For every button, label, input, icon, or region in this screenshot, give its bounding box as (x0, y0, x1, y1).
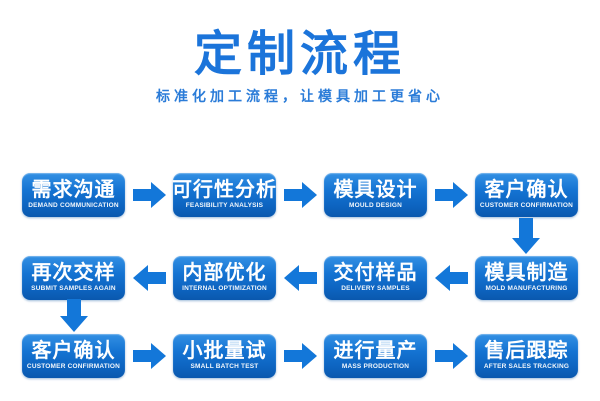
step-label-zh: 可行性分析 (172, 179, 277, 201)
step-delivery-samples: 交付样品 DELIVERY SAMPLES (324, 255, 427, 300)
step-submit-samples-again: 再次交样 SUBMIT SAMPLES AGAIN (22, 255, 125, 300)
step-label-zh: 交付样品 (333, 262, 418, 284)
arrow-down-icon (60, 299, 88, 332)
arrow-zone (427, 172, 475, 217)
step-label-en: MASS PRODUCTION (341, 363, 410, 370)
arrow-down-icon (512, 218, 540, 254)
step-label-en: CUSTOMER CONFIRMATION (26, 363, 121, 370)
step-mold-manufacturing: 模具制造 MOLD MANUFACTURING (475, 255, 578, 300)
flow-row-3: 客户确认 CUSTOMER CONFIRMATION 小批量试 SMALL BA… (22, 333, 578, 378)
step-small-batch-test: 小批量试 SMALL BATCH TEST (173, 333, 276, 378)
step-label-zh: 客户确认 (484, 179, 569, 201)
step-label-en: SMALL BATCH TEST (190, 363, 259, 370)
step-label-zh: 进行量产 (333, 340, 418, 362)
step-demand-communication: 需求沟通 DEMAND COMMUNICATION (22, 172, 125, 217)
arrow-zone (276, 172, 324, 217)
flow-row-1: 需求沟通 DEMAND COMMUNICATION 可行性分析 FEASIBIL… (22, 172, 578, 217)
step-label-zh: 小批量试 (182, 340, 267, 362)
page-subtitle: 标准化加工流程，让模具加工更省心 (156, 88, 444, 104)
step-label-en: AFTER SALES TRACKING (483, 363, 570, 370)
step-label-zh: 需求沟通 (31, 179, 116, 201)
step-label-zh: 售后跟踪 (484, 340, 569, 362)
arrow-right-icon (132, 342, 166, 369)
step-mould-design: 模具设计 MOULD DESIGN (324, 172, 427, 217)
arrow-right-icon (283, 342, 317, 369)
flow-row-2: 再次交样 SUBMIT SAMPLES AGAIN 内部优化 INTERNAL … (22, 255, 578, 300)
step-label-en: FEASIBILITY ANALYSIS (185, 202, 264, 209)
arrow-left-icon (283, 264, 317, 291)
step-internal-optimization: 内部优化 INTERNAL OPTIMIZATION (173, 255, 276, 300)
step-label-zh: 模具制造 (484, 262, 569, 284)
step-label-en: CUSTOMER CONFIRMATION (479, 202, 574, 209)
arrow-zone (125, 333, 173, 378)
step-label-en: DEMAND COMMUNICATION (28, 202, 119, 209)
step-customer-confirmation-2: 客户确认 CUSTOMER CONFIRMATION (22, 333, 125, 378)
arrow-right-icon (283, 181, 317, 208)
step-label-en: INTERNAL OPTIMIZATION (182, 285, 267, 292)
step-label-en: MOULD DESIGN (349, 202, 402, 209)
step-label-zh: 再次交样 (31, 262, 116, 284)
step-label-en: MOLD MANUFACTURING (485, 285, 568, 292)
step-label-en: SUBMIT SAMPLES AGAIN (31, 285, 116, 292)
arrow-zone (125, 255, 173, 300)
page-title: 定制流程 (193, 28, 406, 81)
step-after-sales-tracking: 售后跟踪 AFTER SALES TRACKING (475, 333, 578, 378)
step-label-zh: 客户确认 (31, 340, 116, 362)
arrow-zone (427, 255, 475, 300)
arrow-zone (125, 172, 173, 217)
step-customer-confirmation-1: 客户确认 CUSTOMER CONFIRMATION (475, 172, 578, 217)
arrow-right-icon (132, 181, 166, 208)
arrow-zone (276, 333, 324, 378)
arrow-zone (276, 255, 324, 300)
step-mass-production: 进行量产 MASS PRODUCTION (324, 333, 427, 378)
arrow-zone (427, 333, 475, 378)
arrow-right-icon (434, 342, 468, 369)
step-label-zh: 内部优化 (182, 262, 267, 284)
arrow-left-icon (132, 264, 166, 291)
step-feasibility-analysis: 可行性分析 FEASIBILITY ANALYSIS (172, 172, 277, 217)
step-label-zh: 模具设计 (333, 179, 418, 201)
step-label-en: DELIVERY SAMPLES (341, 285, 410, 292)
arrow-right-icon (434, 181, 468, 208)
arrow-left-icon (434, 264, 468, 291)
